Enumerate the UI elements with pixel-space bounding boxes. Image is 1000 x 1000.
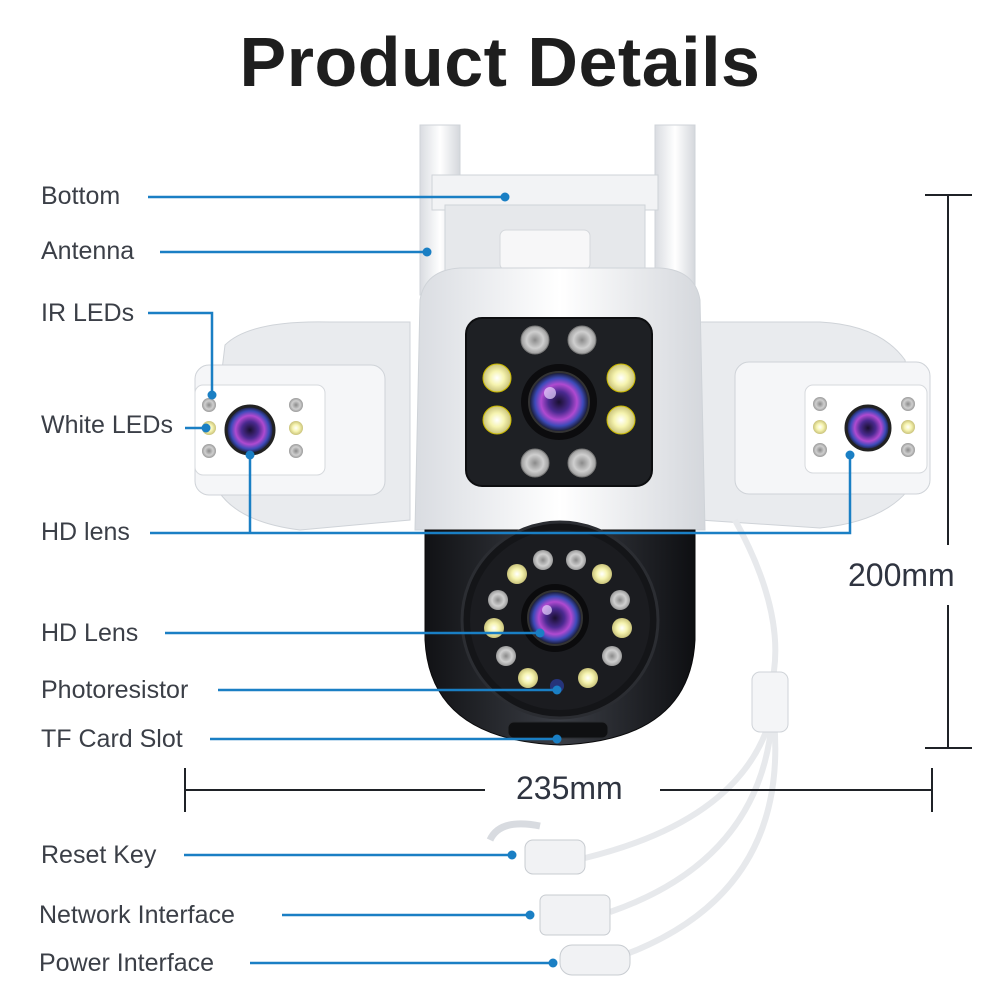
right-camera-graphic xyxy=(699,321,931,529)
label-hd-lens-side: HD lens xyxy=(41,518,130,546)
label-hd-lens-front: HD Lens xyxy=(41,619,139,647)
label-network-interface: Network Interface xyxy=(39,901,235,929)
bottom-bracket-graphic xyxy=(431,174,659,281)
width-dimension-label: 235mm xyxy=(510,770,629,807)
height-dimension-label: 200mm xyxy=(846,557,957,594)
page-title: Product Details xyxy=(239,23,761,101)
label-ir-leds: IR LEDs xyxy=(41,299,135,327)
label-tf-card-slot: TF Card Slot xyxy=(41,725,183,753)
height-dimension-line xyxy=(925,194,972,749)
label-photoresistor: Photoresistor xyxy=(41,676,189,704)
label-power-interface: Power Interface xyxy=(39,949,215,977)
leader-ir-leds xyxy=(148,311,214,395)
width-dimension-line xyxy=(184,768,933,812)
label-white-leds: White LEDs xyxy=(41,411,173,439)
left-camera-graphic xyxy=(194,321,411,531)
label-reset-key: Reset Key xyxy=(41,841,157,869)
central-body-graphic xyxy=(414,267,706,531)
connector-graphic xyxy=(486,671,789,976)
leader-hd-lens-side xyxy=(150,455,852,535)
label-antenna: Antenna xyxy=(41,237,135,265)
label-bottom: Bottom xyxy=(41,182,121,210)
